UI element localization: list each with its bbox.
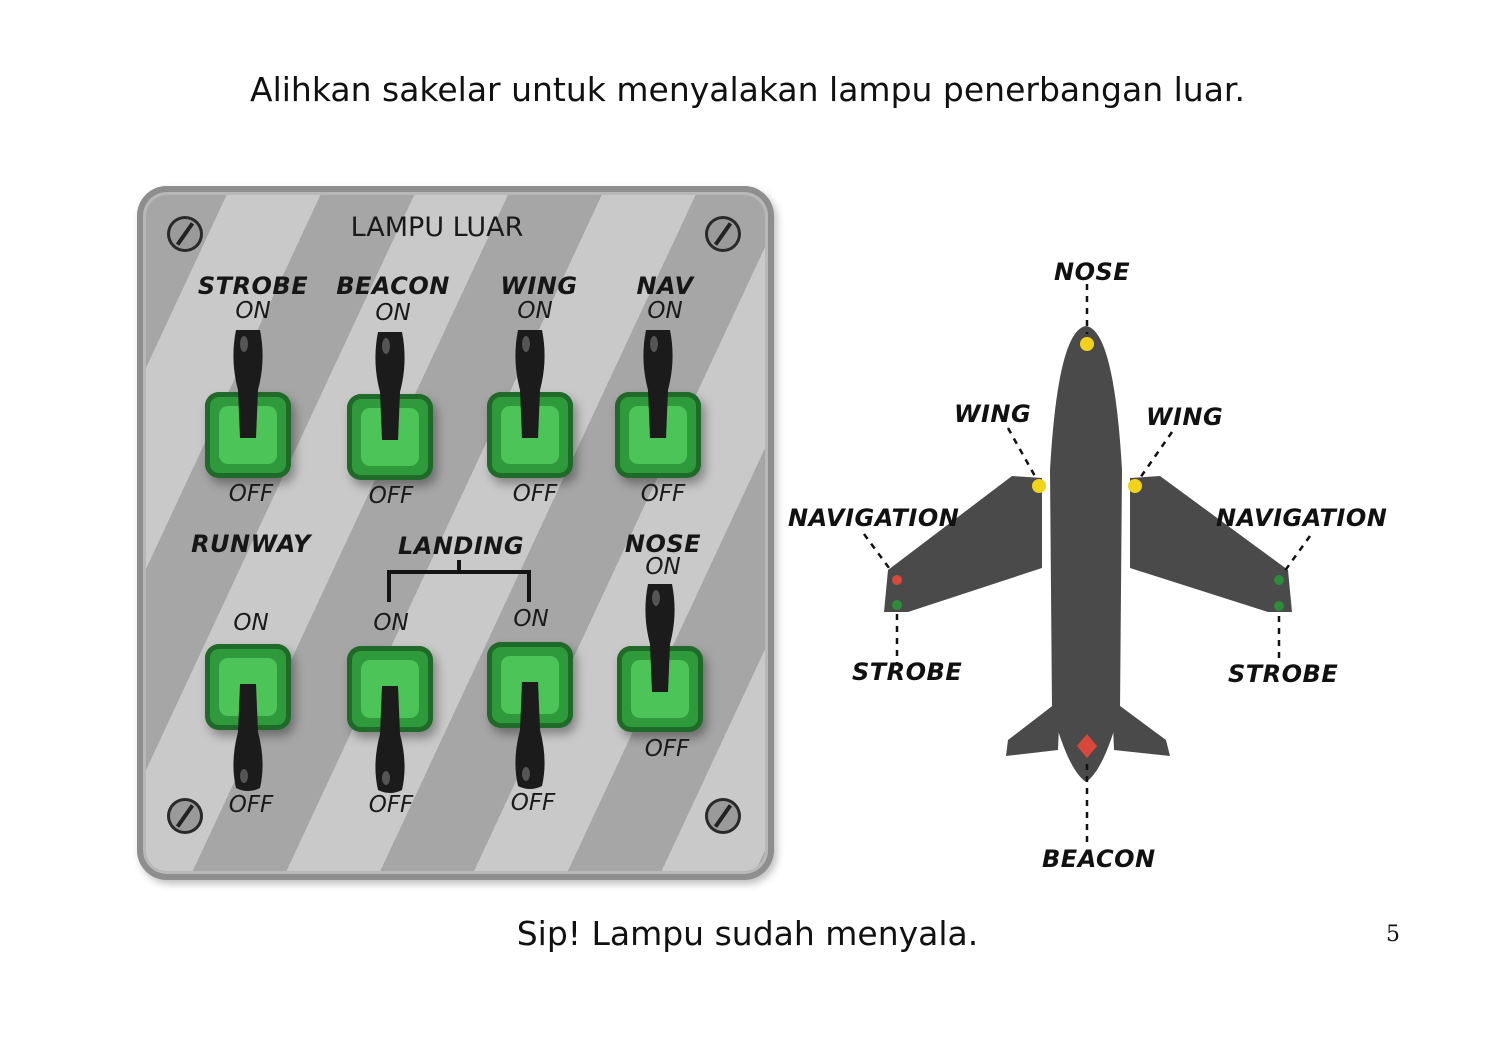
nose-light-label: NOSE [1054,258,1130,286]
off-label: OFF [485,481,585,507]
airplane-left-wing [884,476,1042,612]
off-label: OFF [617,736,717,762]
off-label: OFF [201,792,301,818]
on-label: ON [485,298,585,324]
nav-toggle-switch[interactable] [615,392,701,478]
wing-light-right [1128,479,1142,493]
navigation-light-right-label: NAVIGATION [1216,504,1387,532]
exterior-lights-panel: LAMPU LUAR STROBE BEACON WING NAV ON ON … [137,186,774,880]
strobe-toggle-switch[interactable] [205,392,291,478]
landing-right-toggle-switch[interactable] [487,642,573,728]
toggle-lever-icon [510,682,550,790]
on-label: ON [343,300,443,326]
toggle-lever-icon [370,332,410,440]
landing-switch-label: LANDING [391,532,531,560]
beacon-toggle-switch[interactable] [347,394,433,480]
airplane-diagram [780,250,1420,890]
runway-toggle-switch[interactable] [205,644,291,730]
wing-toggle-switch[interactable] [487,392,573,478]
navigation-light-left-label: NAVIGATION [788,504,959,532]
toggle-lever-icon [640,584,680,692]
on-label: ON [613,554,713,580]
airplane-tail [1112,700,1170,756]
screw-icon [167,216,203,252]
nav-light-right [1274,575,1284,585]
page-number: 5 [1386,922,1400,947]
strobe-light-left-label: STROBE [852,658,962,686]
off-label: OFF [341,792,441,818]
on-label: ON [341,610,441,636]
off-label: OFF [483,790,583,816]
screw-icon [705,216,741,252]
off-label: OFF [341,483,441,509]
landing-bracket [385,558,533,604]
toggle-lever-icon [228,330,268,438]
off-label: OFF [613,481,713,507]
nose-toggle-switch[interactable] [617,646,703,732]
airplane-right-wing [1130,476,1292,612]
strobe-switch-label: STROBE [183,272,323,300]
on-label: ON [201,610,301,636]
strobe-light-right-label: STROBE [1228,660,1338,688]
strobe-light-right [1274,601,1284,611]
wing-light-left [1032,479,1046,493]
airplane-fuselage [1050,326,1122,782]
beacon-light-label: BEACON [1042,845,1156,873]
footer-text: Sip! Lampu sudah menyala. [0,914,1495,953]
strobe-light-left [892,600,902,610]
wing-light-left-label: WING [954,400,1031,428]
wing-switch-label: WING [469,272,609,300]
runway-switch-label: RUNWAY [181,530,321,558]
on-label: ON [481,606,581,632]
nav-switch-label: NAV [595,272,735,300]
landing-left-toggle-switch[interactable] [347,646,433,732]
toggle-lever-icon [228,684,268,792]
on-label: ON [203,298,303,324]
nav-light-left [892,575,902,585]
nose-light [1080,337,1094,351]
toggle-lever-icon [510,330,550,438]
toggle-lever-icon [370,686,410,794]
screw-icon [167,798,203,834]
off-label: OFF [201,481,301,507]
wing-light-right-label: WING [1146,403,1223,431]
airplane-tail [1006,700,1060,756]
panel-title: LAMPU LUAR [137,212,737,243]
instruction-text: Alihkan sakelar untuk menyalakan lampu p… [0,70,1495,109]
toggle-lever-icon [638,330,678,438]
on-label: ON [615,298,715,324]
beacon-switch-label: BEACON [323,272,463,300]
screw-icon [705,798,741,834]
